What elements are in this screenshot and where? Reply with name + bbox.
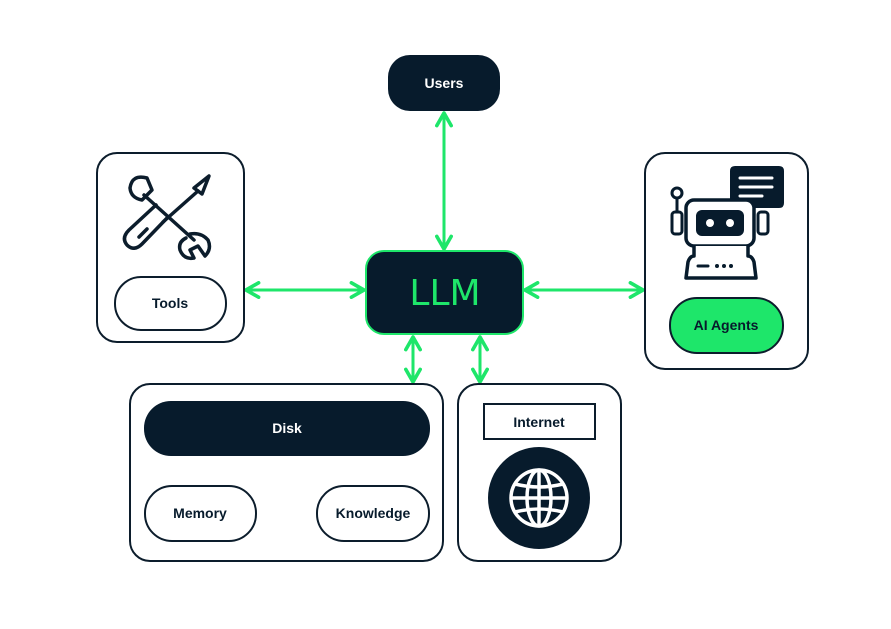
tools-card: Tools — [96, 152, 245, 343]
ai-agents-label: AI Agents — [694, 317, 759, 333]
memory-label: Memory — [173, 505, 227, 521]
knowledge-pill — [316, 485, 430, 542]
tools-label: Tools — [152, 295, 189, 311]
memory-pill — [144, 485, 257, 542]
internet-label: Internet — [513, 414, 565, 430]
users-label: Users — [425, 75, 464, 91]
internet-card: Internet — [457, 383, 622, 562]
wrench-screwdriver-icon — [122, 174, 212, 261]
tools-pill — [114, 276, 227, 331]
disk-pill — [144, 401, 430, 456]
llm-label: LLM — [409, 273, 480, 314]
ai-agents-pill — [669, 297, 784, 354]
connectors — [244, 111, 645, 384]
ai-agents-card: AI Agents — [644, 152, 809, 370]
disk-label: Disk — [272, 420, 302, 436]
llm-node: LLM — [365, 250, 524, 335]
globe-icon — [488, 447, 590, 549]
users-node: Users — [388, 55, 500, 111]
knowledge-label: Knowledge — [336, 505, 411, 521]
robot-chat-icon — [670, 166, 784, 280]
internet-label-box — [483, 403, 596, 440]
storage-card: Disk Memory Knowledge — [129, 383, 444, 562]
